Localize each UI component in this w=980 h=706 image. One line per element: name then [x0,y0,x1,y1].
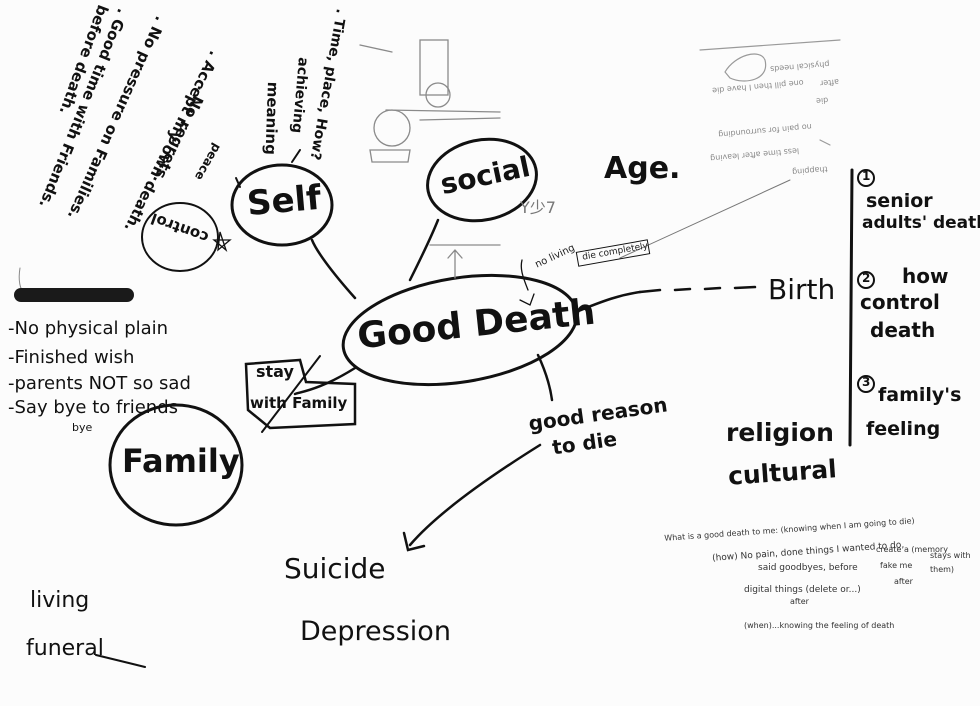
node-self: Self [246,181,323,221]
list-line: feeling [866,420,940,439]
note-chinese: Y少7 [520,200,556,216]
list-line: control [860,292,940,312]
faded-note: after [820,77,840,87]
note-living: living [30,590,89,612]
note-with-family: with Family [250,396,347,411]
upside-note: meaning [262,81,280,155]
list-line: adults' death [862,215,980,232]
marker-scribble [14,288,134,302]
note-line: (when)...knowing the feeling of death [744,622,894,630]
wish-extra: bye [72,422,92,433]
list-number: 2 [862,272,870,284]
note-funeral: funeral [26,638,104,660]
note-line: them) [930,566,954,574]
list-line: how [902,266,948,286]
node-religion: religion [726,420,834,445]
note-line: after [894,578,913,586]
wish-item: -Finished wish [8,349,134,367]
list-line: senior [866,192,933,211]
node-family: Family [122,445,240,477]
faded-note: die [816,95,829,104]
note-line: fake me [880,562,912,570]
node-suicide: Suicide [284,555,385,583]
node-age: Age. [604,154,680,184]
list-number: 3 [862,376,870,388]
wish-item: -parents NOT so sad [8,375,191,393]
node-birth: Birth [768,276,835,304]
note-line: said goodbyes, before [758,564,858,573]
note-stay: stay [256,364,294,380]
list-line: death [870,320,935,340]
note-line: stays with [930,552,971,560]
list-line: family's [878,386,961,405]
faded-note: thapping [792,164,828,175]
note-line: digital things (delete or...) [744,586,861,595]
list-number: 1 [862,170,870,182]
node-depression: Depression [300,618,451,645]
wish-item: -No physical plain [8,320,168,338]
note-line: after [790,598,809,606]
node-cultural: cultural [727,456,837,489]
wish-item: -Say bye to friends [8,399,178,417]
